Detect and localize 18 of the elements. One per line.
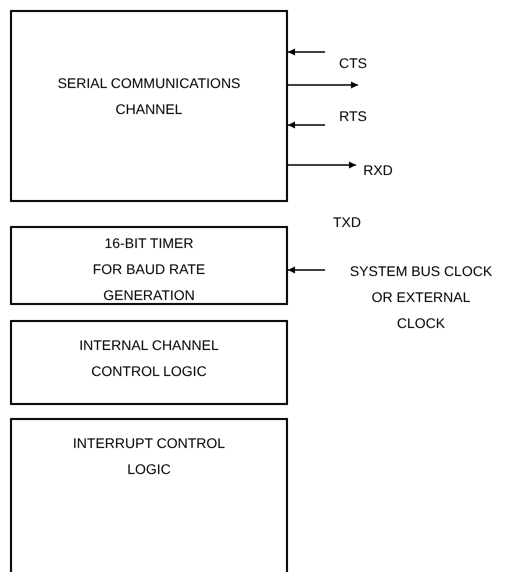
arrow: [288, 48, 325, 56]
arrow: [288, 82, 358, 88]
signal-label: RXD: [358, 157, 398, 177]
block-box: [10, 10, 288, 202]
block-box: [10, 226, 288, 305]
block-box: [10, 418, 288, 572]
signal-label: SYSTEM BUS CLOCK OR EXTERNAL CLOCK: [331, 258, 511, 336]
block-label: SERIAL COMMUNICATIONS CHANNEL: [56, 74, 242, 119]
arrow: [288, 162, 356, 168]
signal-label: TXD: [333, 213, 361, 232]
block-box: [10, 320, 288, 405]
signal-label: CTS: [333, 50, 373, 70]
block-label: INTERNAL CHANNEL CONTROL LOGIC: [78, 336, 220, 381]
block-label: 16-BIT TIMER FOR BAUD RATE GENERATION: [92, 234, 206, 305]
arrow: [288, 122, 325, 128]
signal-label: RTS: [333, 103, 373, 123]
arrow: [288, 266, 325, 274]
block-label: INTERRUPT CONTROL LOGIC: [72, 434, 226, 479]
